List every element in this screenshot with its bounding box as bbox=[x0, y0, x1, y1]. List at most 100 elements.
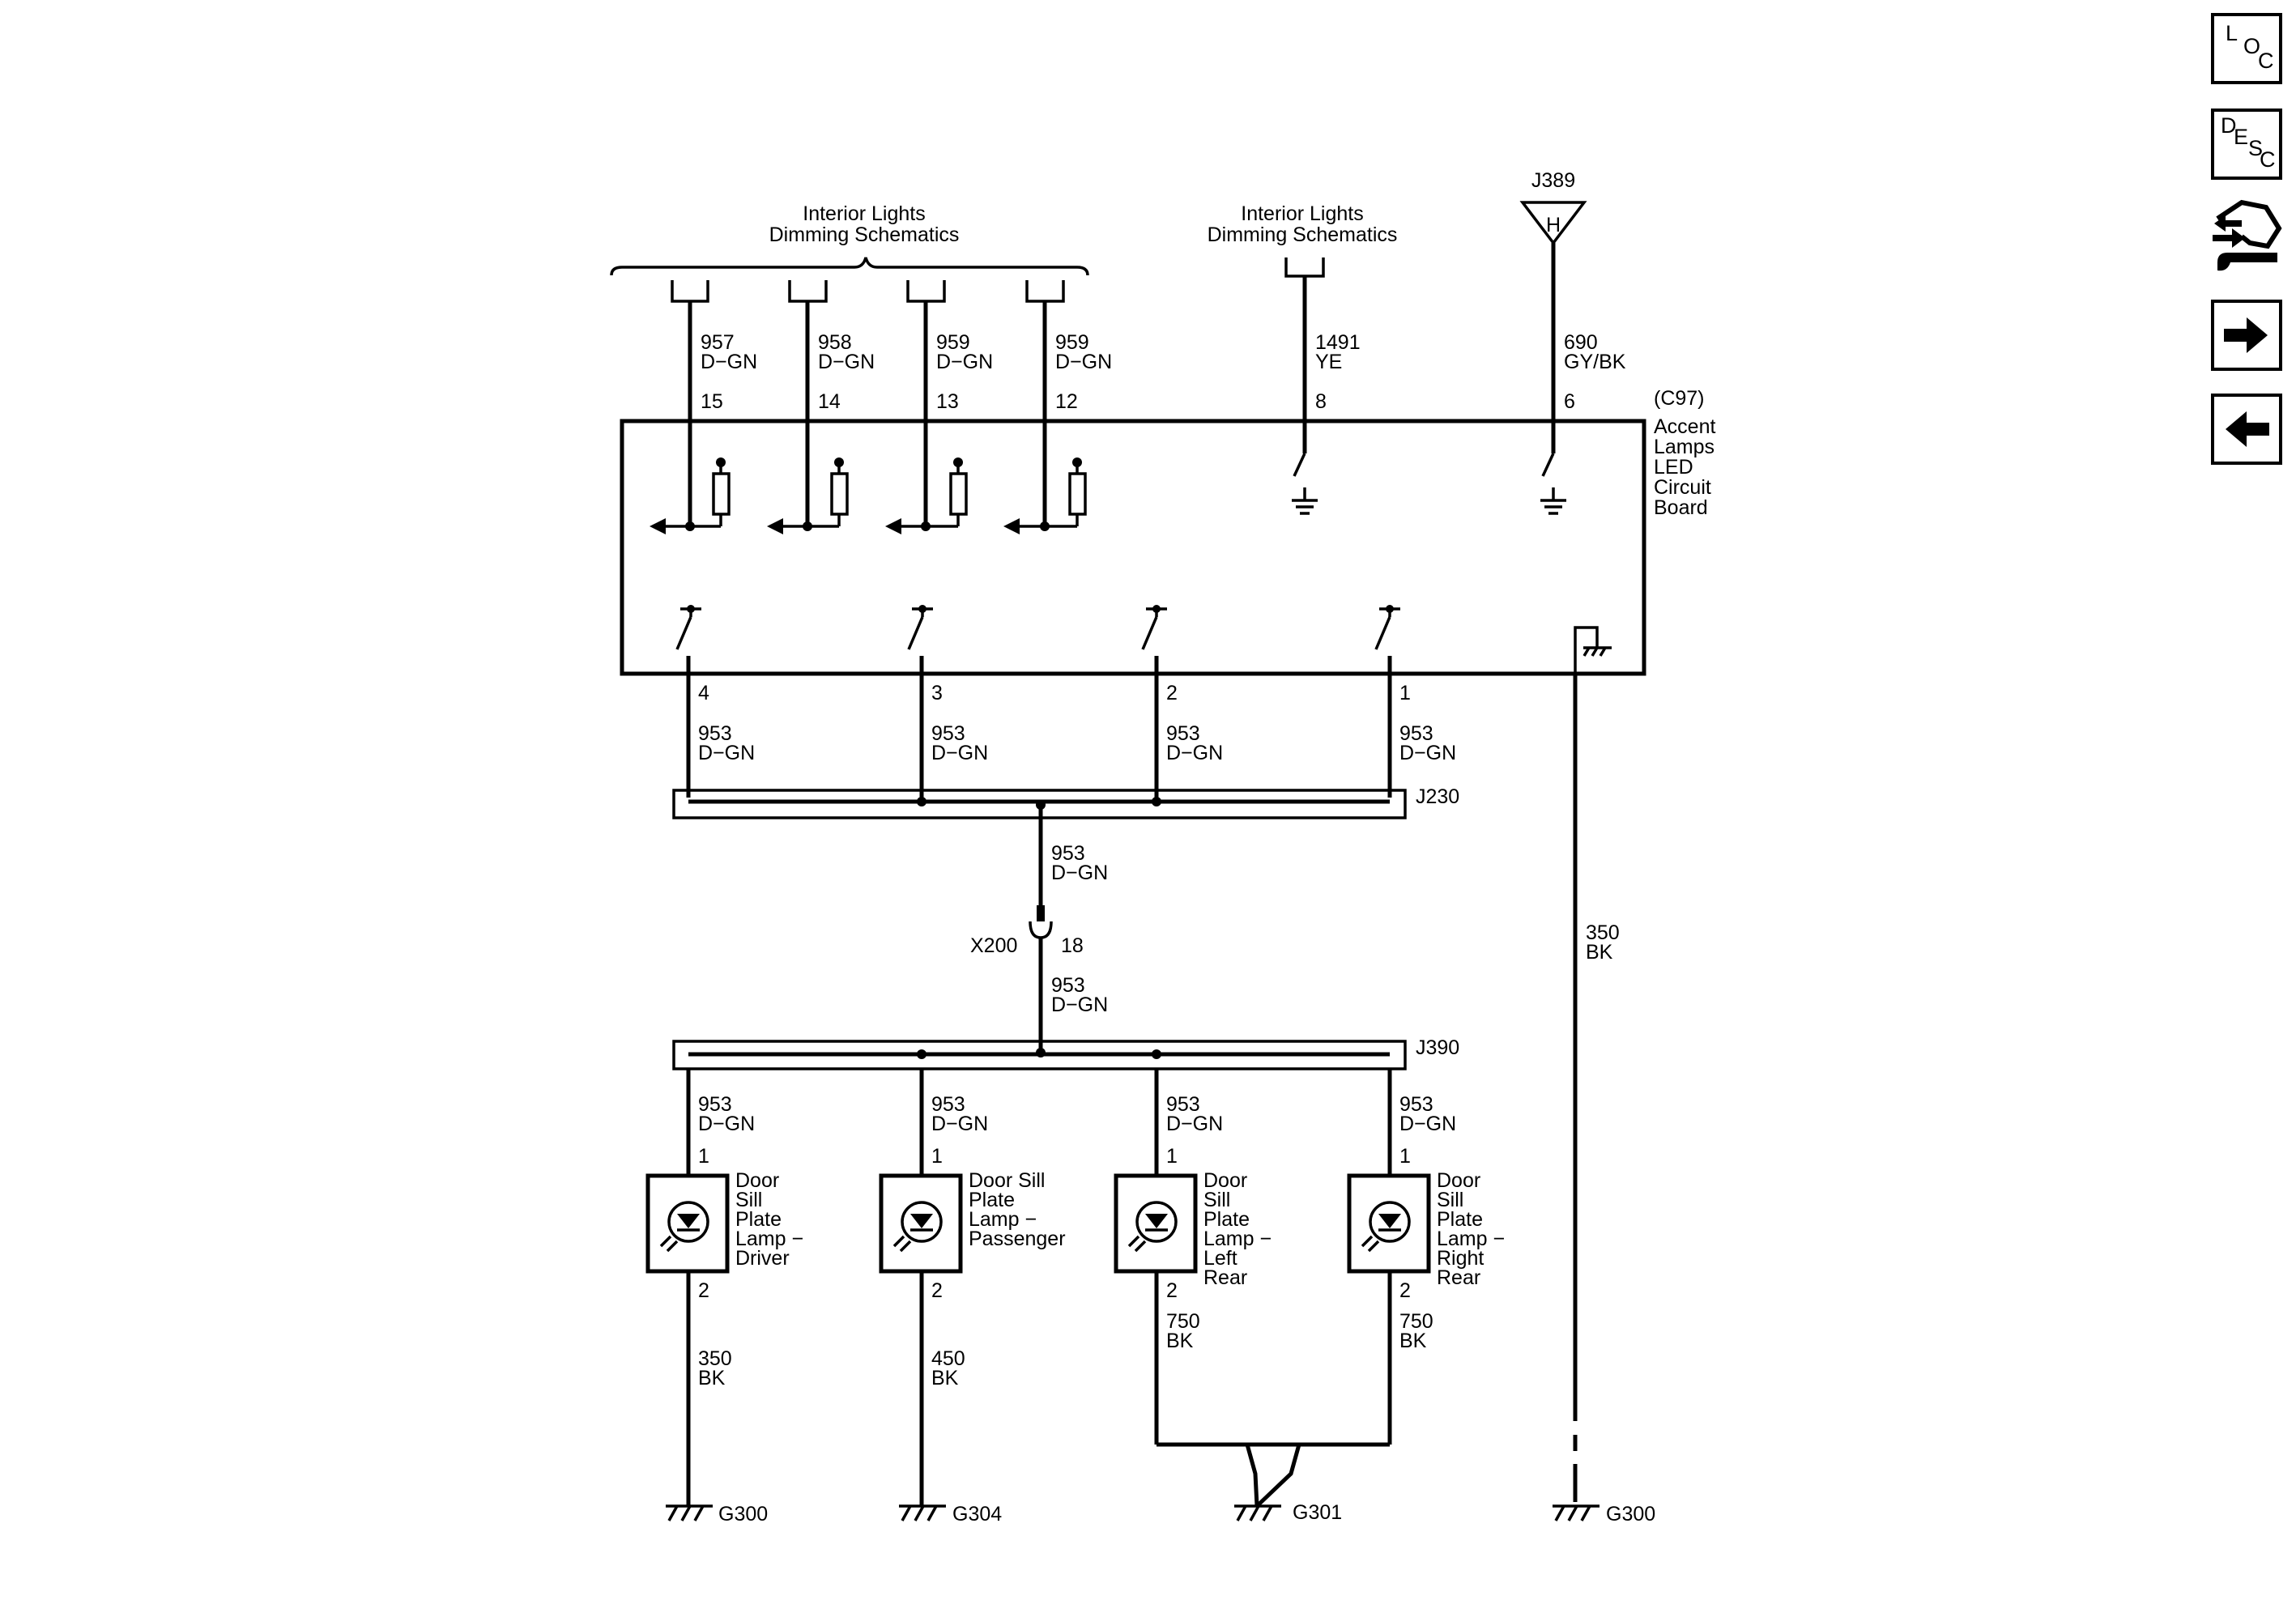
svg-text:1491: 1491 bbox=[1315, 331, 1361, 354]
svg-text:S: S bbox=[2248, 136, 2263, 160]
svg-text:690: 690 bbox=[1564, 331, 1598, 354]
svg-text:350: 350 bbox=[698, 1347, 732, 1370]
dimming-group-brace bbox=[610, 257, 1089, 276]
loc-button[interactable]: L O C bbox=[2211, 13, 2282, 84]
svg-text:750: 750 bbox=[1399, 1310, 1433, 1333]
svg-text:D−GN: D−GN bbox=[936, 351, 993, 373]
splice-j230: J230 bbox=[672, 785, 1459, 819]
j389-triangle bbox=[1519, 201, 1587, 245]
svg-text:1: 1 bbox=[1166, 1145, 1178, 1168]
ground-symbols: G300 G304 G301 G300 bbox=[666, 1501, 1655, 1526]
top-connector-cups bbox=[671, 257, 1325, 303]
svg-text:953: 953 bbox=[1166, 1093, 1200, 1116]
svg-text:Circuit: Circuit bbox=[1654, 476, 1711, 499]
svg-text:D−GN: D−GN bbox=[698, 742, 755, 764]
x200-label: X200 bbox=[970, 934, 1017, 957]
svg-text:Driver: Driver bbox=[735, 1247, 790, 1270]
svg-text:Door: Door bbox=[1203, 1169, 1247, 1192]
desc-button[interactable]: D E S C bbox=[2211, 109, 2282, 180]
svg-text:953: 953 bbox=[1399, 1093, 1433, 1116]
svg-text:1: 1 bbox=[1399, 1145, 1411, 1168]
svg-text:D−GN: D−GN bbox=[698, 1113, 755, 1135]
svg-text:C: C bbox=[2258, 49, 2274, 73]
svg-text:953: 953 bbox=[1399, 722, 1433, 745]
output-switches bbox=[675, 605, 1400, 650]
svg-text:957: 957 bbox=[701, 331, 735, 354]
svg-text:953: 953 bbox=[1166, 722, 1200, 745]
g301-junction bbox=[1157, 1442, 1390, 1508]
connector-wrench-icon bbox=[2213, 199, 2282, 271]
svg-text:Dimming Schematics: Dimming Schematics bbox=[1208, 223, 1398, 246]
svg-text:18: 18 bbox=[1061, 934, 1084, 957]
svg-text:3: 3 bbox=[931, 682, 943, 704]
svg-text:Door: Door bbox=[735, 1169, 779, 1192]
svg-text:D−GN: D−GN bbox=[818, 351, 875, 373]
connector-view-button[interactable] bbox=[2209, 196, 2284, 279]
ground-label-g301: G301 bbox=[1293, 1501, 1342, 1524]
svg-text:958: 958 bbox=[818, 331, 852, 354]
splice-j390: J390 bbox=[672, 1036, 1459, 1070]
svg-text:(C97): (C97) bbox=[1654, 387, 1705, 410]
svg-text:Right: Right bbox=[1437, 1247, 1484, 1270]
svg-text:1: 1 bbox=[1399, 682, 1411, 704]
dimming-drivers bbox=[650, 457, 1087, 534]
ground-label-g300-module: G300 bbox=[1606, 1503, 1655, 1526]
svg-text:BK: BK bbox=[931, 1367, 959, 1389]
svg-text:Lamp −: Lamp − bbox=[1203, 1228, 1272, 1250]
top-wires bbox=[688, 243, 1556, 522]
svg-text:BK: BK bbox=[1586, 941, 1613, 964]
svg-text:L: L bbox=[2226, 21, 2238, 45]
svg-text:450: 450 bbox=[931, 1347, 965, 1370]
svg-text:Lamp −: Lamp − bbox=[969, 1208, 1037, 1231]
svg-text:Sill: Sill bbox=[1203, 1189, 1230, 1211]
svg-text:D−GN: D−GN bbox=[1051, 994, 1108, 1016]
svg-text:953: 953 bbox=[1051, 842, 1085, 865]
module-box bbox=[620, 419, 1646, 676]
svg-text:1: 1 bbox=[698, 1145, 709, 1168]
svg-text:2: 2 bbox=[1166, 1279, 1178, 1302]
module-ground-wire: 350 BK bbox=[1573, 674, 1620, 1502]
lamp-passenger: 953 D−GN 1 Door Sill Plate Lamp − Passen… bbox=[879, 1093, 1066, 1506]
svg-text:O: O bbox=[2243, 34, 2260, 58]
svg-text:2: 2 bbox=[698, 1279, 709, 1302]
j389-label: J389 bbox=[1531, 169, 1575, 192]
prev-button[interactable] bbox=[2211, 394, 2282, 465]
desc-icon: D E S C bbox=[2221, 113, 2276, 172]
svg-text:Interior Lights: Interior Lights bbox=[803, 202, 925, 225]
svg-text:953: 953 bbox=[1051, 974, 1085, 997]
lamp-driver: 953 D−GN 1 Door Sill Plate Lamp − Driver… bbox=[645, 1093, 803, 1506]
output-wires bbox=[686, 656, 1392, 798]
svg-text:Door: Door bbox=[1437, 1169, 1480, 1192]
loc-icon: L O C bbox=[2226, 21, 2274, 73]
svg-text:Lamp −: Lamp − bbox=[1437, 1228, 1505, 1250]
svg-text:Lamps: Lamps bbox=[1654, 436, 1715, 458]
svg-text:Plate: Plate bbox=[1203, 1208, 1250, 1231]
svg-text:D−GN: D−GN bbox=[701, 351, 757, 373]
svg-text:350: 350 bbox=[1586, 921, 1620, 944]
svg-text:D−GN: D−GN bbox=[1166, 1113, 1223, 1135]
svg-text:750: 750 bbox=[1166, 1310, 1200, 1333]
svg-text:D−GN: D−GN bbox=[1055, 351, 1112, 373]
svg-text:Interior Lights: Interior Lights bbox=[1241, 202, 1363, 225]
svg-text:BK: BK bbox=[698, 1367, 726, 1389]
svg-text:4: 4 bbox=[698, 682, 709, 704]
module-label: (C97) Accent Lamps LED Circuit Board bbox=[1654, 387, 1715, 519]
svg-text:12: 12 bbox=[1055, 390, 1078, 413]
svg-text:2: 2 bbox=[931, 1279, 943, 1302]
svg-text:Plate: Plate bbox=[1437, 1208, 1483, 1231]
next-button[interactable] bbox=[2211, 300, 2282, 371]
lamp-input-wires bbox=[686, 1069, 1392, 1176]
svg-text:953: 953 bbox=[698, 1093, 732, 1116]
svg-text:953: 953 bbox=[931, 1093, 965, 1116]
svg-text:Door Sill: Door Sill bbox=[969, 1169, 1045, 1192]
dimming-group-label: Interior Lights Dimming Schematics bbox=[769, 202, 960, 246]
svg-text:6: 6 bbox=[1564, 390, 1575, 413]
svg-text:14: 14 bbox=[818, 390, 841, 413]
top-wire-labels: 957 D−GN 15 958 D−GN 14 959 D−GN 13 959 … bbox=[701, 331, 1626, 413]
dimming-single-label: Interior Lights Dimming Schematics bbox=[1208, 202, 1398, 246]
arrow-right-icon bbox=[2224, 317, 2268, 353]
svg-text:E: E bbox=[2234, 125, 2248, 149]
svg-text:Accent: Accent bbox=[1654, 415, 1715, 438]
svg-text:D: D bbox=[2221, 113, 2237, 138]
